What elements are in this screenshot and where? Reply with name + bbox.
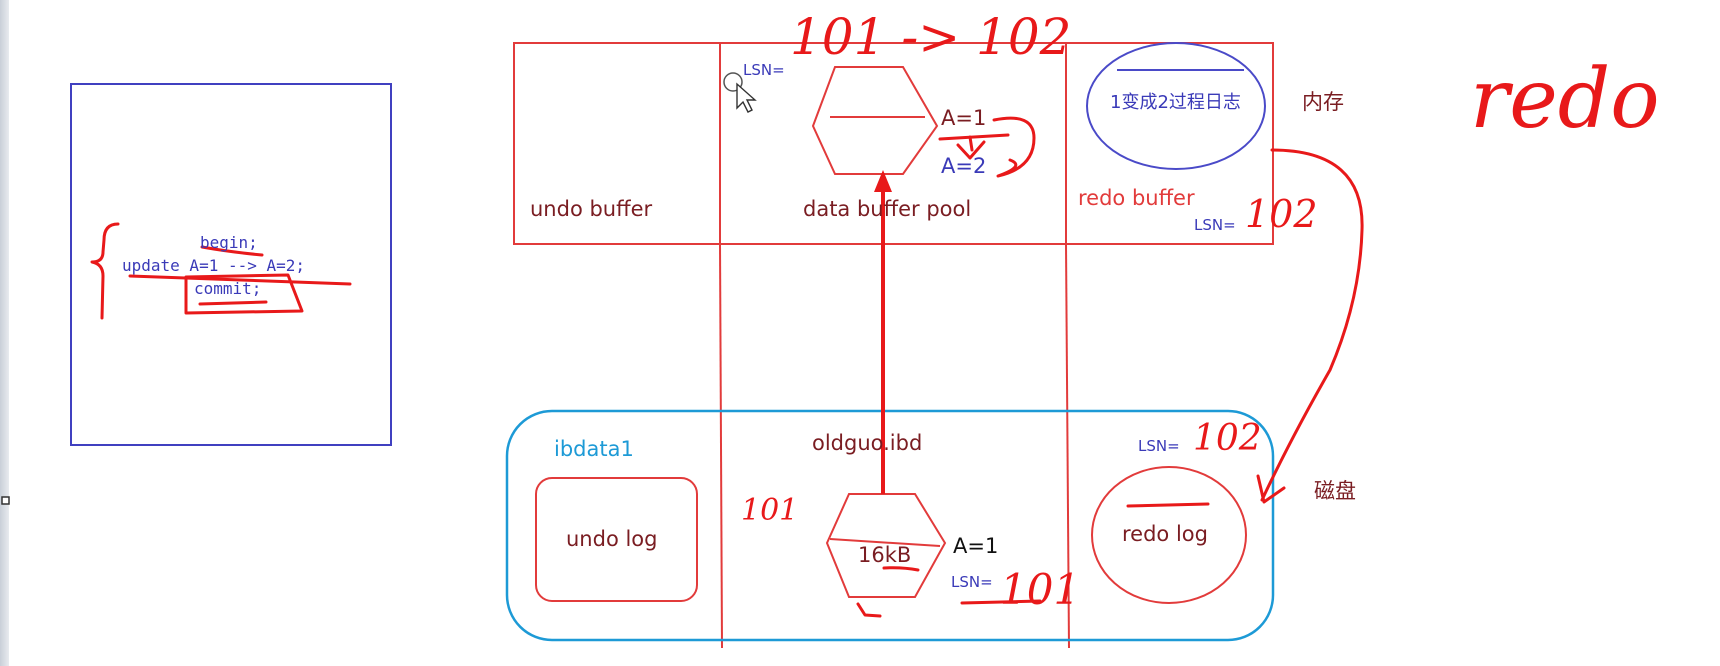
window-edge [0,0,9,666]
lsn-label-pool: LSN= [743,61,785,79]
cursor-indicator [723,72,743,92]
lsn-redo-log-handwritten: 102 [1193,418,1262,459]
buffer-a-old: A=1 [941,106,987,130]
sql-brace-mark [90,222,120,320]
resize-handle-icon [1,496,10,505]
memory-label: 内存 [1302,90,1344,114]
commit-box-mark [184,273,304,315]
cursor-arrow-icon [736,82,757,113]
sql-commit: commit; [194,279,262,298]
commit-underline [198,300,268,306]
undo-log-label: undo log [566,527,658,551]
disk-label: 磁盘 [1314,479,1356,503]
column-line-2 [1065,243,1070,649]
memory-box [513,42,1274,245]
undo-log-box [535,477,698,602]
ibdata1-label: ibdata1 [554,437,634,461]
disk-box [505,409,1275,642]
disk-page-hexagon [825,493,947,598]
lsn-label-redo-log: LSN= [1138,437,1180,455]
redo-buffer-label: redo buffer [1078,186,1195,210]
lsn-ibd-underline [960,599,1042,605]
buffer-a-new: A=2 [941,154,987,178]
sql-box [70,83,392,446]
load-page-arrowhead [874,170,892,192]
page-size-label: 16kB [858,543,912,567]
lsn-redo-buffer-handwritten: 102 [1245,192,1318,236]
sql-begin: begin; [200,233,258,252]
page-bottom-mark [856,602,882,618]
undo-buffer-label: undo buffer [530,197,653,221]
a-change-loop [992,116,1036,178]
redo-flush-hook [1256,474,1286,504]
side-mark-handwritten: 101 [741,493,799,528]
redo-log-strike [1126,502,1210,508]
sql-update: update A=1 --> A=2; [122,256,306,275]
column-line-1 [719,243,723,649]
page-size-underline [882,566,920,572]
a-change-underline [938,133,1010,141]
disk-page-midline [829,538,941,547]
disk-a-value: A=1 [953,534,999,558]
redo-title-handwritten: redo [1470,52,1660,147]
redo-flush-curve [1260,148,1364,502]
oldguo-ibd-label: oldguo.ibd [812,431,923,455]
update-strike [128,274,352,286]
lsn-ibd-handwritten: 101 [1000,565,1081,614]
lsn-pool-handwritten: 101 -> 102 [790,8,1072,66]
begin-underline [200,245,264,257]
redo-buffer-content: 1变成2过程日志 [1110,92,1241,113]
a-change-arrow [956,135,986,160]
lsn-label-ibd: LSN= [951,573,993,591]
data-buffer-pool-label: data buffer pool [803,197,972,221]
redo-buffer-ellipse [1086,42,1266,170]
buffer-page-hexagon [811,66,939,175]
lsn-label-redo-buffer: LSN= [1194,216,1236,234]
redo-log-label: redo log [1122,522,1208,546]
redo-log-circle [1091,466,1247,604]
